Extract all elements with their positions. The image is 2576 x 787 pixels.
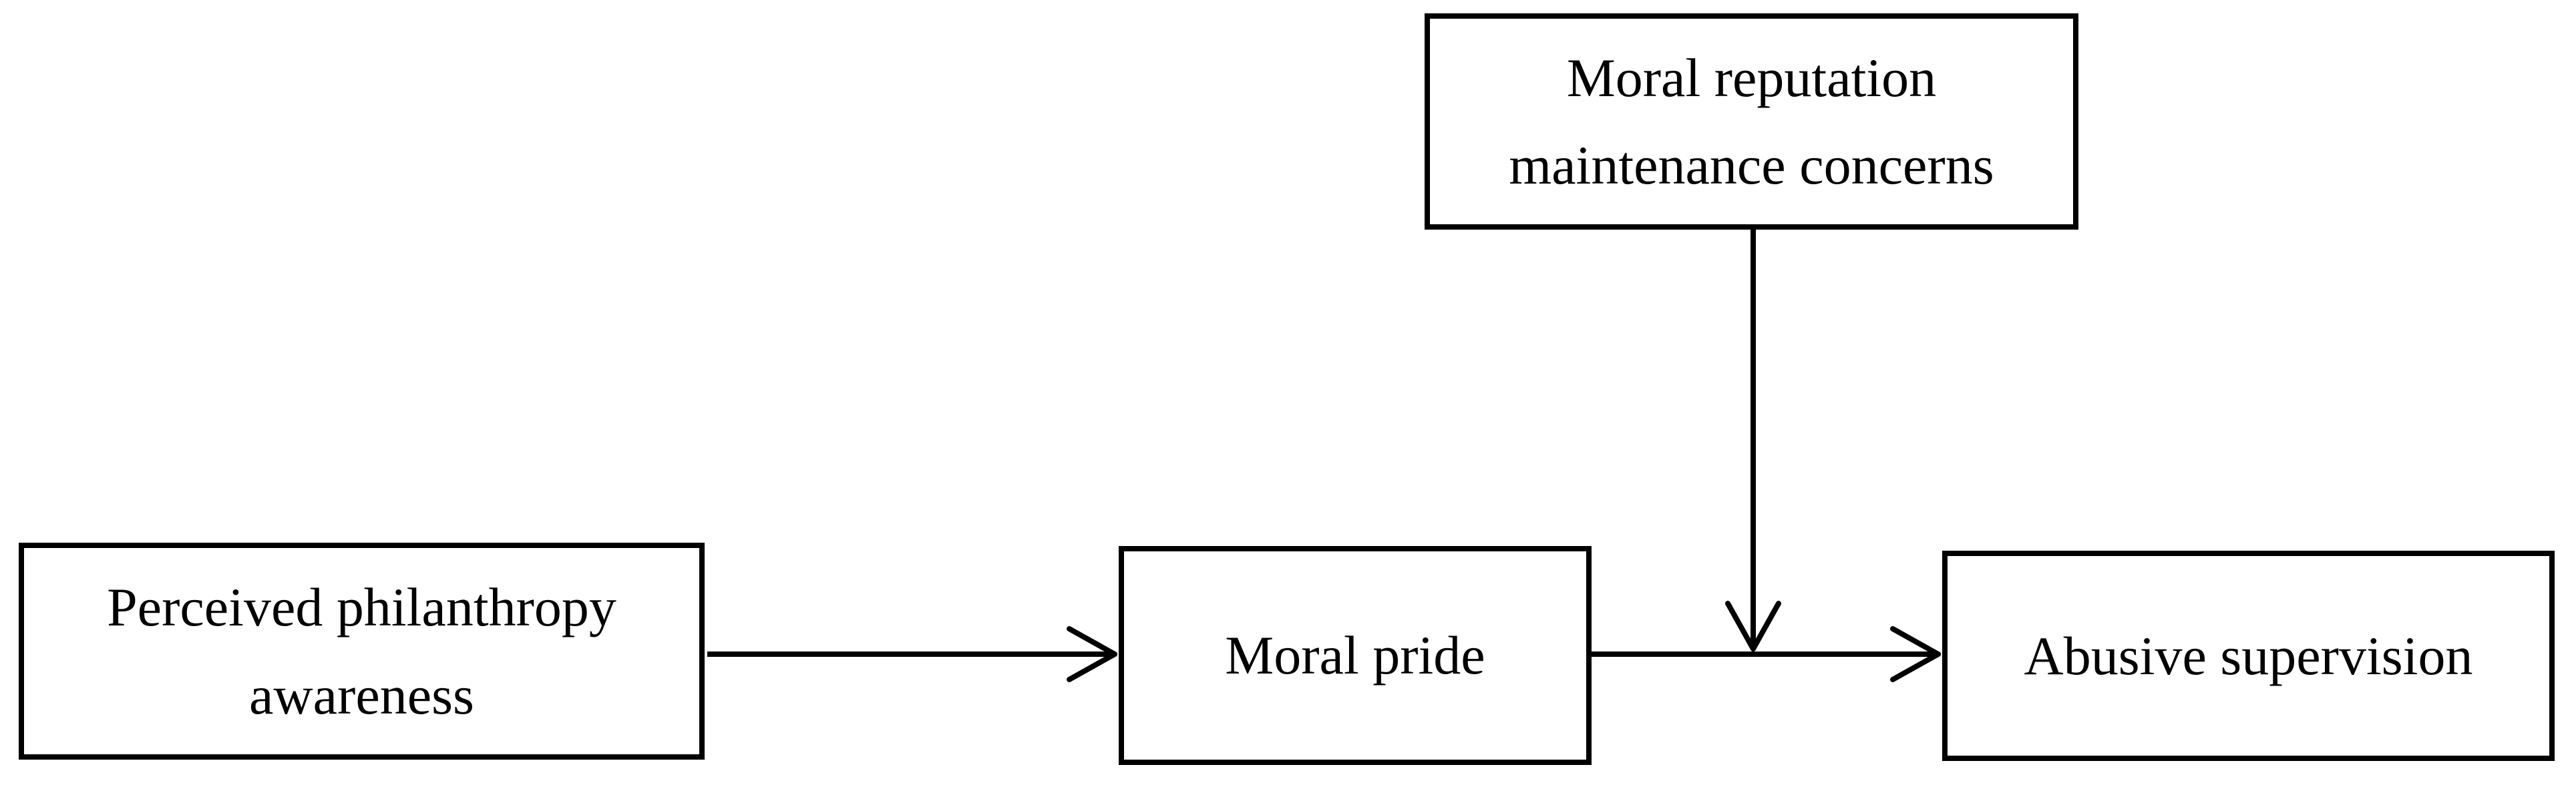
node-label-line: maintenance concerns xyxy=(1509,135,1994,196)
node-moral-pride: Moral pride xyxy=(1119,546,1592,765)
node-label-line: Perceived philanthropy xyxy=(107,577,616,638)
arrow-moral-pride-to-abusive-supervision xyxy=(1592,626,1941,682)
node-label-line: Abusive supervision xyxy=(2024,625,2473,686)
node-label-line: Moral pride xyxy=(1225,625,1485,686)
arrow-ppa-to-moral-pride xyxy=(707,626,1117,682)
node-label-line: awareness xyxy=(249,664,474,726)
arrow-moderation-to-path xyxy=(1725,230,1781,651)
node-label-line: Moral reputation xyxy=(1566,47,1937,108)
node-abusive-supervision: Abusive supervision xyxy=(1942,551,2555,761)
node-perceived-philanthropy-awareness: Perceived philanthropy awareness xyxy=(19,543,705,760)
node-moral-reputation-maintenance-concerns: Moral reputation maintenance concerns xyxy=(1425,13,2078,230)
